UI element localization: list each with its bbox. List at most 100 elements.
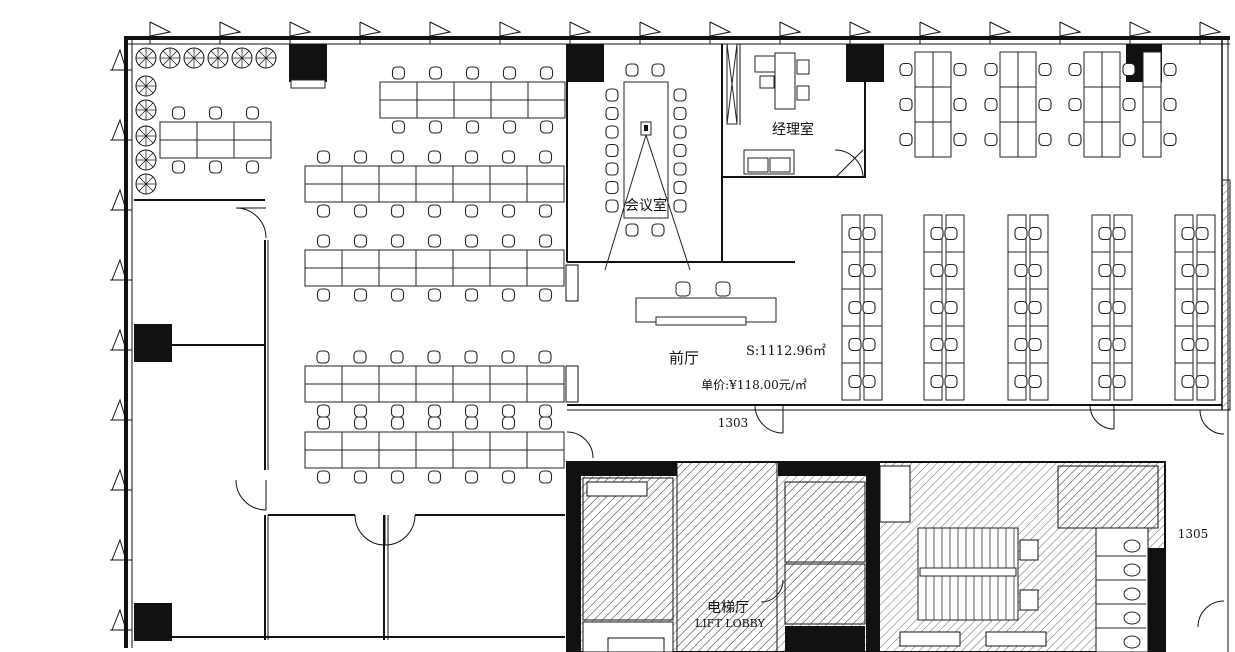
desk — [1101, 51, 1121, 88]
chair-icon — [848, 337, 862, 352]
desk — [378, 383, 417, 403]
planter-icons — [565, 264, 579, 403]
desk — [1101, 86, 1121, 123]
chair-icon — [501, 350, 515, 364]
desk — [341, 383, 380, 403]
chair-icon — [390, 288, 405, 302]
desk — [304, 249, 343, 269]
chair-icon — [1195, 226, 1209, 241]
chair-icon — [1163, 132, 1177, 147]
chair-icon — [171, 106, 186, 120]
chair-icon — [1028, 263, 1042, 278]
desk — [196, 139, 235, 159]
chair-icon — [427, 416, 442, 430]
chair-icon — [1098, 300, 1112, 315]
desk — [416, 81, 455, 101]
chair-icon — [862, 226, 876, 241]
desk — [526, 431, 565, 451]
desk — [452, 249, 491, 269]
desk — [341, 165, 380, 185]
desk — [999, 51, 1019, 88]
chair-icon — [673, 125, 687, 139]
desk — [378, 449, 417, 469]
desk — [452, 267, 491, 287]
chair-icon — [316, 404, 331, 418]
desk — [415, 365, 454, 385]
desk — [452, 383, 491, 403]
desk — [379, 99, 418, 119]
chair-icon — [464, 234, 479, 248]
desk — [378, 165, 417, 185]
chair-icon — [944, 300, 958, 315]
chair-icon — [538, 150, 553, 164]
chair-icon — [539, 120, 554, 134]
chair-icon — [390, 470, 405, 484]
chair-icon — [605, 125, 619, 139]
chair-icon — [899, 62, 913, 77]
chair-icon — [984, 62, 998, 77]
chair-icon — [538, 404, 553, 418]
desk — [914, 86, 934, 123]
chair-icon — [673, 143, 687, 158]
desk — [932, 51, 952, 88]
chair-icon — [353, 288, 368, 302]
chair-icon — [862, 263, 876, 278]
chair-icon — [1181, 300, 1195, 315]
chair-icon — [1122, 97, 1136, 112]
plant-icons — [135, 47, 277, 195]
chair-icon — [1028, 374, 1042, 389]
desk — [1142, 86, 1162, 123]
desk — [415, 449, 454, 469]
reception-desk: 前厅 S:1112.96㎡ 单价:¥118.00元/㎡ — [635, 281, 826, 392]
desk — [341, 365, 380, 385]
chair-icon — [930, 263, 944, 278]
chair-icon — [391, 120, 406, 134]
desk — [1101, 121, 1121, 158]
desk — [1017, 121, 1037, 158]
chair-icon — [1122, 62, 1136, 77]
desk — [452, 165, 491, 185]
desk — [999, 121, 1019, 158]
chair-icon — [501, 416, 516, 430]
desk — [932, 86, 952, 123]
chair-icon — [245, 106, 260, 120]
chair-icon — [390, 404, 405, 418]
desk — [1142, 51, 1162, 88]
chair-icon — [390, 150, 405, 164]
desk — [526, 165, 565, 185]
desk — [341, 267, 380, 287]
desk — [490, 81, 529, 101]
chair-icon — [1038, 62, 1052, 77]
desk — [378, 431, 417, 451]
chair-icon — [539, 66, 554, 80]
chair-icon — [930, 337, 944, 352]
desk — [1083, 121, 1103, 158]
chair-icon — [501, 288, 516, 302]
chair-icon — [353, 470, 368, 484]
unit-1305-label: 1305 — [1178, 527, 1209, 541]
chair-icon — [953, 62, 967, 77]
desk — [453, 99, 492, 119]
desk — [378, 267, 417, 287]
chair-icon — [673, 106, 687, 121]
desk — [489, 249, 528, 269]
desk — [341, 449, 380, 469]
desk — [489, 183, 528, 203]
chair-icon — [1014, 263, 1028, 278]
chair-icon — [316, 416, 331, 430]
desk — [341, 431, 380, 451]
chair-icon — [538, 416, 553, 430]
chair-icon — [1068, 62, 1082, 77]
chair-icon — [1181, 374, 1195, 389]
window-mullions-left — [110, 48, 132, 631]
desk — [526, 267, 565, 287]
desk — [304, 267, 343, 287]
interior-partitions — [134, 44, 1222, 640]
chair-icon — [984, 132, 998, 147]
reception-label: 前厅 — [669, 349, 699, 367]
chair-icon — [353, 404, 368, 418]
chair-icon — [464, 350, 478, 364]
chair-icon — [944, 263, 958, 278]
chair-icon — [1195, 374, 1209, 389]
